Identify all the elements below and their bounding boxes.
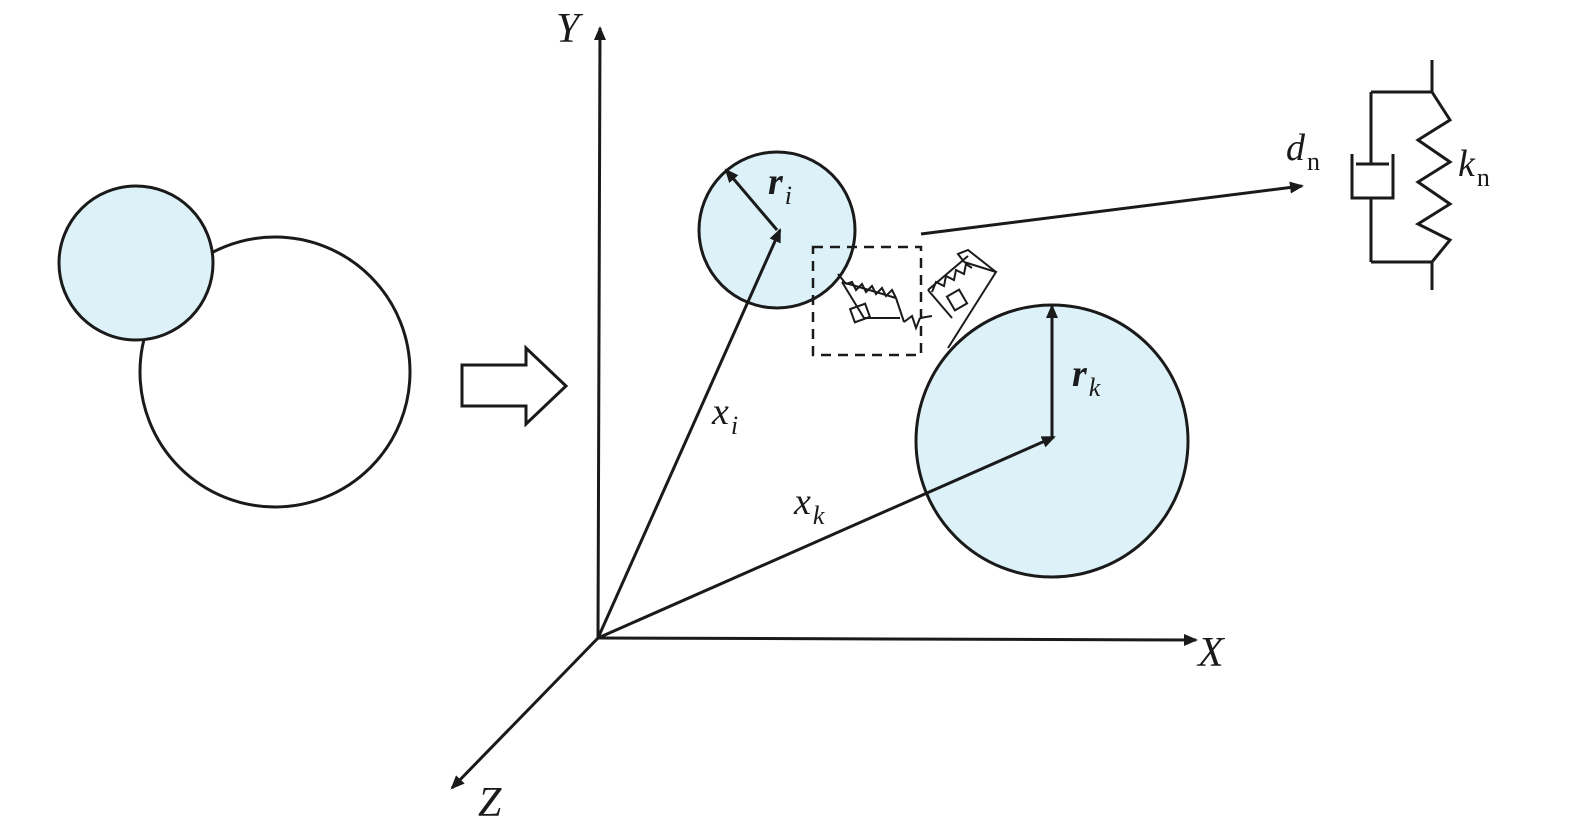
radius-i-label: ri bbox=[768, 161, 792, 210]
right-hollow-arrow-icon bbox=[460, 344, 569, 428]
zoom-leader-arrow bbox=[920, 181, 1304, 236]
contact-model-detail bbox=[811, 245, 998, 357]
damper-label: dn bbox=[1286, 127, 1320, 176]
kelvin-voigt-model bbox=[1350, 60, 1453, 290]
y-axis bbox=[593, 26, 606, 639]
x-axis bbox=[597, 633, 1198, 646]
position-vector-k bbox=[597, 435, 1056, 640]
coordinate-axes: Y X Z bbox=[450, 6, 1226, 826]
position-k-label: xk bbox=[793, 481, 825, 530]
position-i-label: xi bbox=[711, 391, 738, 440]
small-particle bbox=[57, 184, 215, 342]
x-axis-label: X bbox=[1196, 630, 1226, 676]
spring-label: kn bbox=[1458, 143, 1490, 192]
contact-zoom-box bbox=[811, 245, 923, 357]
spring-coil bbox=[1414, 91, 1453, 263]
large-particle bbox=[138, 235, 412, 509]
y-axis-label: Y bbox=[556, 6, 584, 52]
particle-k bbox=[914, 303, 1190, 579]
z-axis-label: Z bbox=[478, 780, 502, 826]
radius-i-arrow bbox=[724, 168, 779, 231]
z-axis bbox=[450, 636, 600, 790]
radius-k-label: rk bbox=[1072, 353, 1101, 402]
position-vector-i bbox=[596, 228, 782, 639]
spring-dashpot-chain bbox=[837, 248, 998, 349]
overlapping-particles bbox=[57, 184, 412, 509]
